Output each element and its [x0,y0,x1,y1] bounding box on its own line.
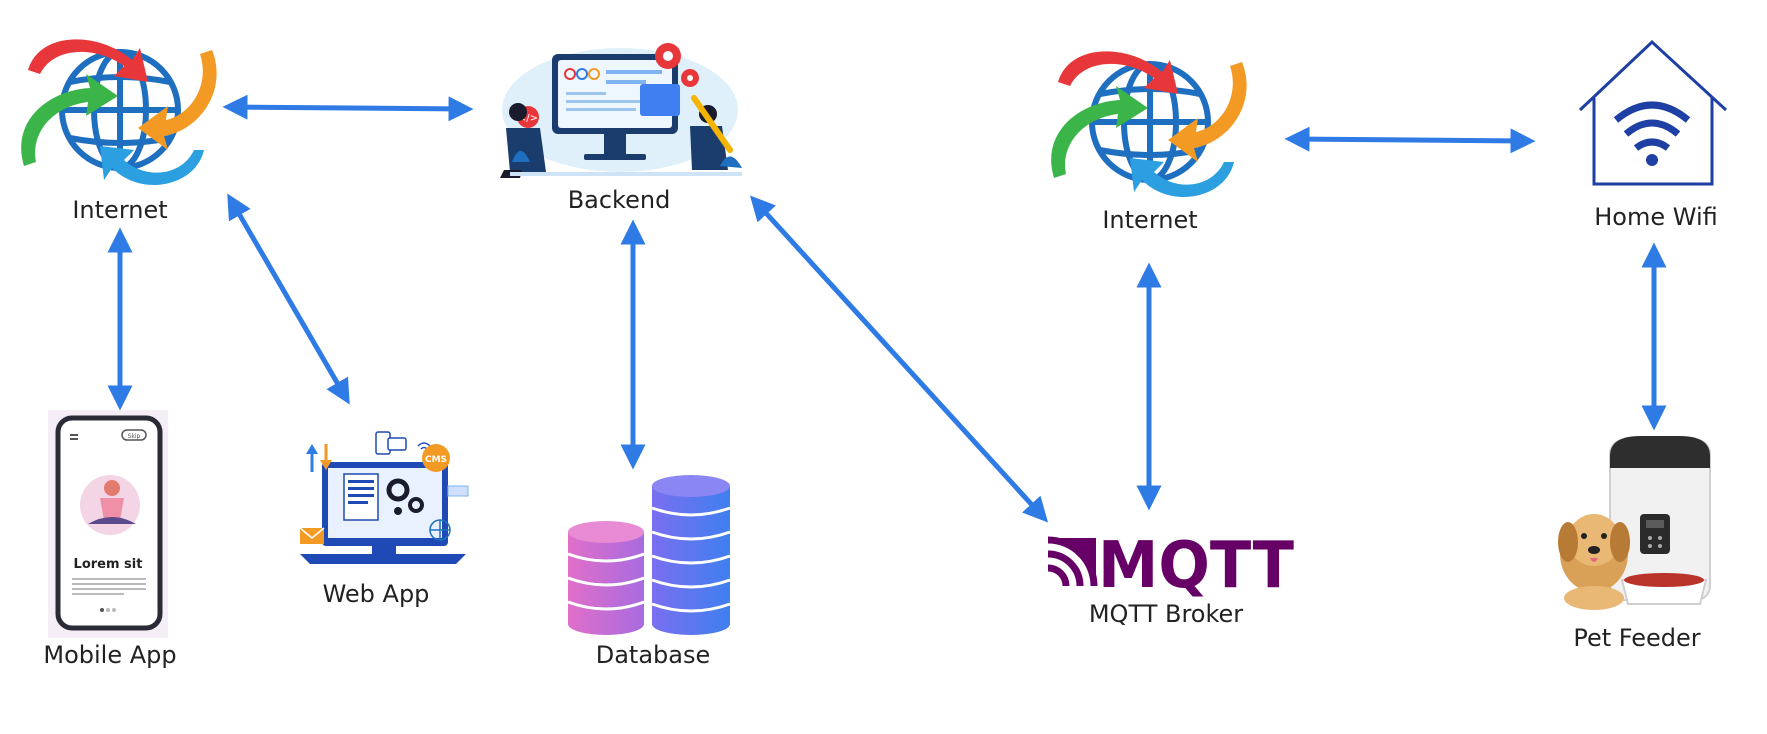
pet-feeder-icon [1558,436,1711,610]
node-label-database: Database [595,641,711,669]
svg-text:</>: </> [518,113,538,124]
node-label-backend: Backend [567,186,671,214]
house-wifi-icon [1578,39,1728,186]
developers-workstation-icon: </> [500,43,742,178]
edge-backend-mqtt-broker [749,195,1049,523]
node-label-web-app: Web App [322,580,430,608]
cms-badge: CMS [425,455,447,465]
edge-internet-home-wifi [1284,126,1536,154]
globe-arrows-icon [21,39,217,186]
skip-button: Skip [128,433,141,440]
database-stack-icon [567,475,731,635]
edges [107,94,1667,523]
node-label-pet-feeder: Pet Feeder [1573,624,1701,652]
mqtt-logo-icon: MQTT [1047,529,1294,603]
mqtt-logo-text: MQTT [1098,529,1294,603]
smartphone-icon: Skip Lorem sit [48,410,168,638]
edge-internet-web-app [227,193,350,405]
app-screen-title: Lorem sit [74,557,143,572]
node-label-internet-left: Internet [72,196,168,224]
node-label-home-wifi: Home Wifi [1594,203,1718,231]
edge-internet-backend [222,94,474,122]
globe-arrows-icon-right [1051,51,1247,198]
node-label-internet-right: Internet [1102,206,1198,234]
laptop-web-icon: CMS [299,431,469,564]
node-label-mobile-app: Mobile App [43,641,177,669]
node-label-mqtt-broker: MQTT Broker [1088,600,1244,628]
